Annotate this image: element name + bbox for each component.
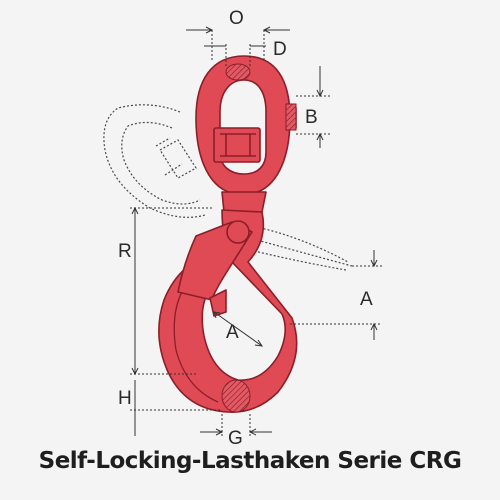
phantom-swivel-outline bbox=[103, 104, 206, 218]
dimension-lines bbox=[130, 26, 382, 438]
hook-neck bbox=[221, 191, 267, 213]
swivel-bearing bbox=[213, 127, 261, 163]
section-G-hatch bbox=[221, 379, 251, 413]
label-R: R bbox=[118, 241, 132, 262]
section-D-hatch bbox=[225, 63, 251, 81]
label-B: B bbox=[305, 107, 318, 128]
label-A-inner: A bbox=[226, 322, 239, 343]
latch-pivot bbox=[226, 220, 250, 244]
latch-tip bbox=[209, 289, 227, 317]
hook-groove bbox=[173, 287, 219, 403]
label-G: G bbox=[228, 428, 243, 449]
phantom-open-latch bbox=[249, 225, 353, 271]
hook-body bbox=[158, 55, 298, 413]
section-B-hatch bbox=[285, 103, 297, 131]
product-caption: Self-Locking-Lasthaken Serie CRG bbox=[38, 448, 462, 474]
label-A-right: A bbox=[360, 289, 373, 310]
hook-main bbox=[158, 209, 298, 413]
label-D: D bbox=[273, 39, 287, 60]
label-O: O bbox=[229, 8, 244, 29]
label-H: H bbox=[118, 388, 132, 409]
